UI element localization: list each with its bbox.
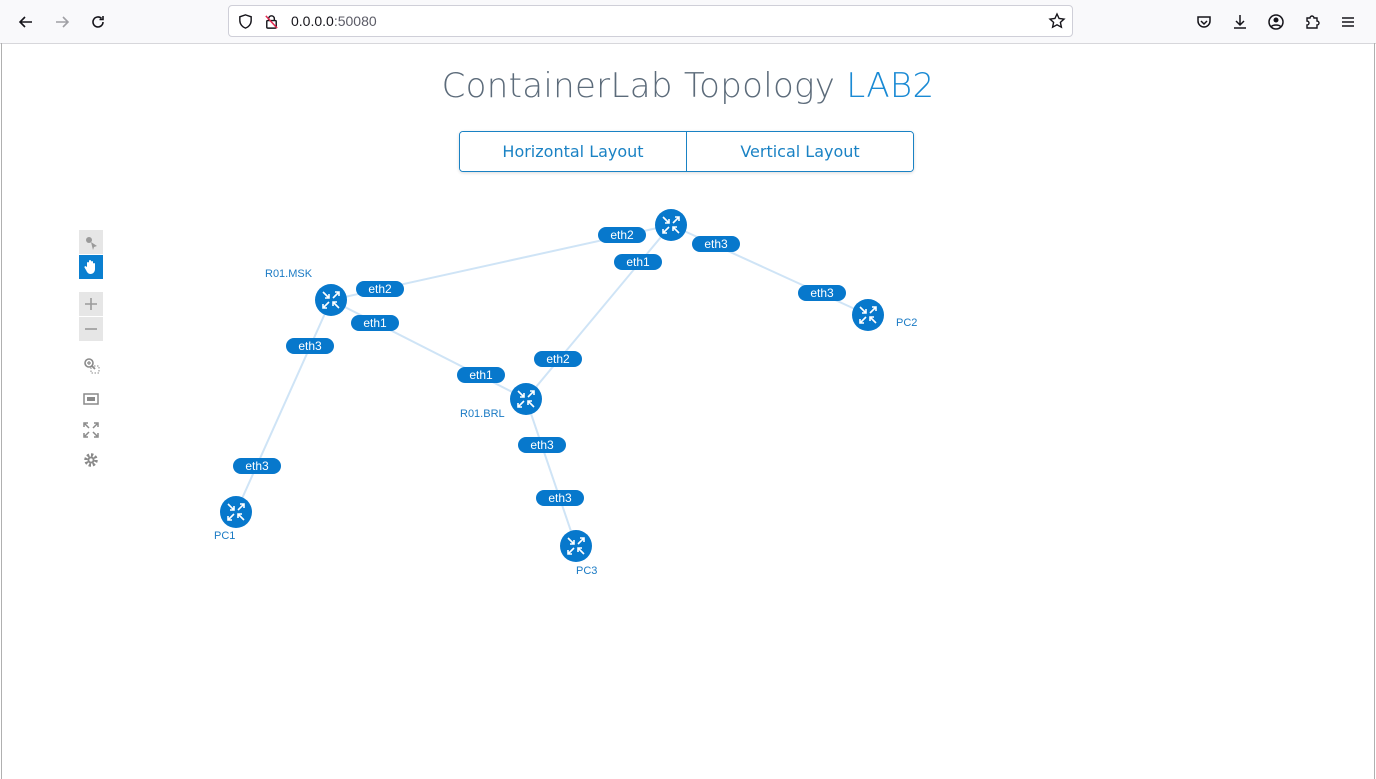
layout-button-group: Horizontal Layout Vertical Layout: [459, 131, 914, 172]
router-icon: [322, 291, 340, 309]
page-title: ContainerLab Topology LAB2: [0, 66, 1376, 106]
router-icon: [227, 503, 245, 521]
title-lab-name: LAB2: [846, 66, 935, 106]
node-label: R01.BRL: [460, 408, 505, 420]
pan-hand-icon[interactable]: [79, 255, 103, 279]
node-label: PC1: [214, 530, 235, 542]
port-label-pc1-eth3[interactable]: eth3: [233, 458, 281, 474]
pocket-icon[interactable]: [1190, 8, 1218, 36]
node-label: R01.MSK: [265, 268, 313, 280]
node-pc1[interactable]: PC1: [214, 496, 252, 542]
link-r01brl-pc3[interactable]: [525, 398, 577, 547]
zoom-out-icon[interactable]: [79, 317, 103, 341]
port-label-text: eth3: [245, 459, 269, 473]
router-icon: [517, 390, 535, 408]
download-icon[interactable]: [1226, 8, 1254, 36]
port-label-text: eth2: [546, 352, 570, 366]
link-top-r01brl[interactable]: [525, 224, 672, 400]
port-label-text: eth3: [704, 237, 728, 251]
node-r01msk[interactable]: R01.MSK: [265, 268, 347, 316]
port-label-top-eth1[interactable]: eth1: [614, 254, 662, 270]
link-r01msk-r01brl[interactable]: [330, 299, 527, 400]
port-label-text: eth1: [626, 255, 650, 269]
hamburger-menu-icon[interactable]: [1334, 8, 1362, 36]
browser-toolbar: 0.0.0.0:50080: [0, 0, 1376, 44]
select-icon[interactable]: [79, 230, 103, 254]
zoom-selection-icon[interactable]: [79, 353, 103, 377]
node-r01brl[interactable]: R01.BRL: [460, 383, 542, 420]
back-arrow-icon[interactable]: [12, 8, 40, 36]
node-label: PC3: [576, 565, 597, 577]
title-main: ContainerLab Topology: [441, 66, 847, 106]
router-icon: [662, 216, 680, 234]
port-label-r01msk-eth2[interactable]: eth2: [356, 281, 404, 297]
port-label-r01brl-eth1[interactable]: eth1: [457, 367, 505, 383]
port-label-text: eth1: [363, 316, 387, 330]
fullscreen-icon[interactable]: [79, 418, 103, 442]
link-r01msk-pc1[interactable]: [235, 299, 332, 513]
page-viewport: [1, 43, 1375, 779]
port-label-text: eth2: [368, 282, 392, 296]
account-icon[interactable]: [1262, 8, 1290, 36]
port-label-text: eth3: [530, 438, 554, 452]
url-port: :50080: [333, 13, 377, 29]
shield-icon[interactable]: [237, 13, 254, 34]
extensions-puzzle-icon[interactable]: [1298, 8, 1326, 36]
node-top[interactable]: [655, 209, 687, 241]
router-icon: [567, 537, 585, 555]
forward-arrow-icon[interactable]: [48, 8, 76, 36]
port-label-text: eth1: [469, 368, 493, 382]
node-label: PC2: [896, 317, 917, 329]
url-bar[interactable]: 0.0.0.0:50080: [228, 5, 1073, 37]
port-label-r01msk-eth3[interactable]: eth3: [286, 338, 334, 354]
reload-icon[interactable]: [84, 8, 112, 36]
port-label-r01brl-eth3[interactable]: eth3: [518, 437, 566, 453]
port-label-pc2-eth3[interactable]: eth3: [798, 285, 846, 301]
port-label-top-eth2[interactable]: eth2: [598, 227, 646, 243]
node-pc3[interactable]: PC3: [560, 530, 597, 577]
url-host: 0.0.0.0: [291, 13, 334, 29]
port-label-text: eth2: [610, 228, 634, 242]
zoom-in-icon[interactable]: [79, 292, 103, 316]
insecure-lock-icon[interactable]: [263, 13, 280, 34]
url-text[interactable]: 0.0.0.0:50080: [291, 13, 377, 29]
port-label-text: eth3: [548, 491, 572, 505]
port-label-r01msk-eth1[interactable]: eth1: [351, 315, 399, 331]
port-label-pc3-eth3[interactable]: eth3: [536, 490, 584, 506]
fit-view-icon[interactable]: [79, 387, 103, 411]
bookmark-star-icon[interactable]: [1048, 12, 1066, 34]
port-label-top-eth3[interactable]: eth3: [692, 236, 740, 252]
horizontal-layout-button[interactable]: Horizontal Layout: [460, 132, 686, 171]
vertical-layout-button[interactable]: Vertical Layout: [686, 132, 913, 171]
port-label-text: eth3: [298, 339, 322, 353]
node-pc2[interactable]: PC2: [852, 299, 917, 331]
settings-gear-icon[interactable]: [79, 448, 103, 472]
router-icon: [859, 306, 877, 324]
port-label-r01brl-eth2[interactable]: eth2: [534, 351, 582, 367]
port-label-text: eth3: [810, 286, 834, 300]
